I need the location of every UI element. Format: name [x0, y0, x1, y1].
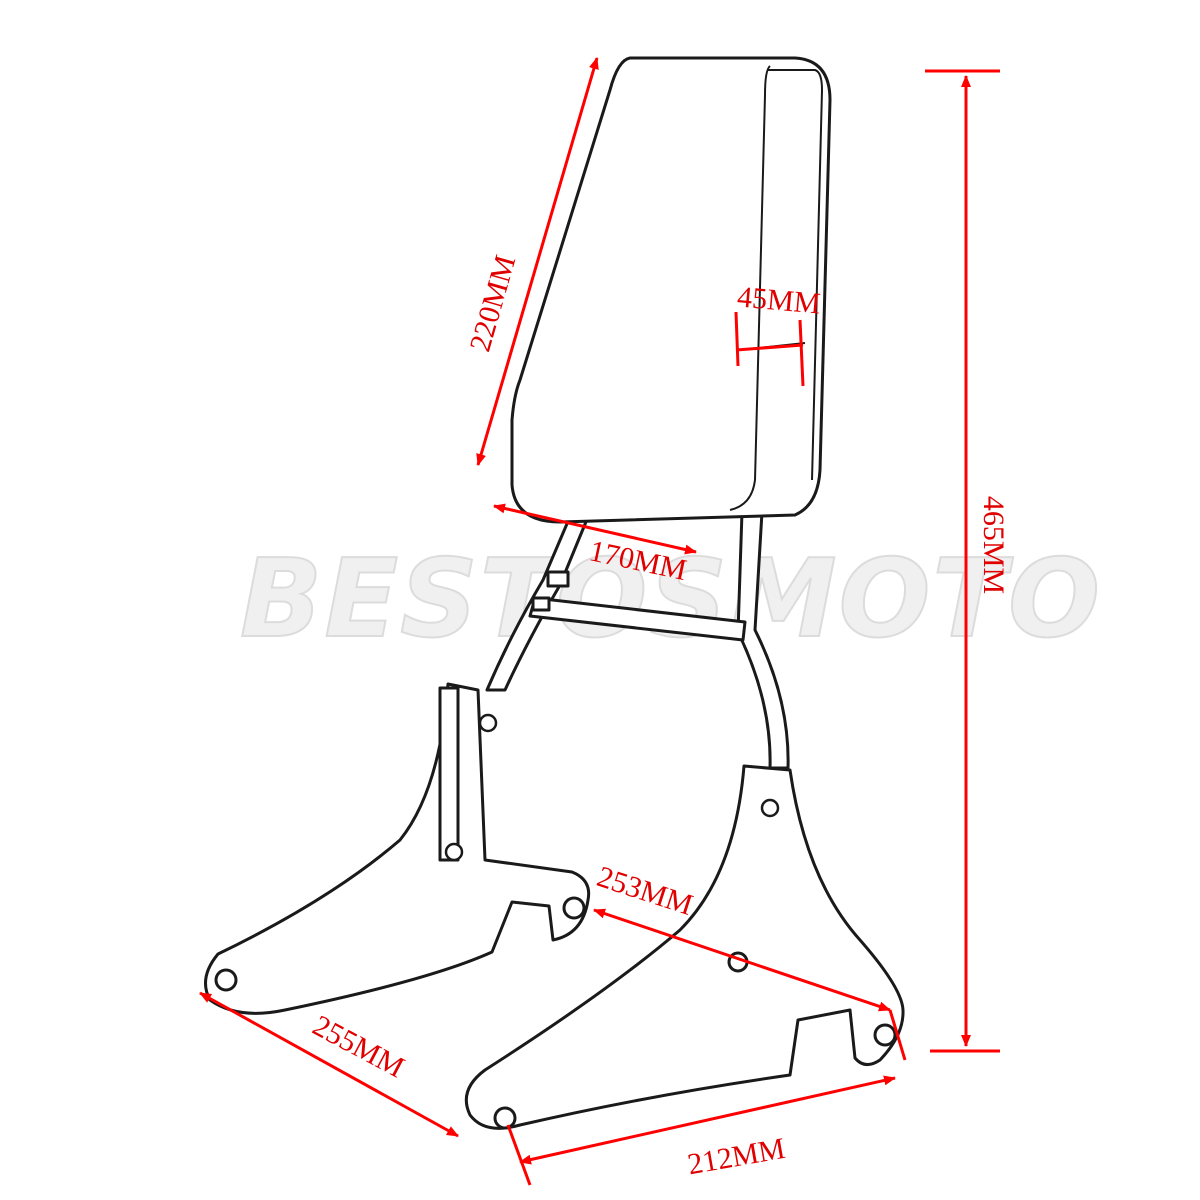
dim-line-plate-spacing-tick — [888, 1009, 907, 1061]
left-plate-rear-hole — [562, 896, 586, 920]
label-pad-thickness: 45MM — [736, 280, 822, 320]
dim-line-left-plate — [199, 991, 459, 1138]
left-plate-bolt-upper — [478, 713, 498, 733]
backrest-frame — [485, 510, 790, 770]
left-plate-outline — [204, 682, 591, 1015]
pad-inner-seam — [729, 65, 771, 511]
left-plate-rib — [438, 686, 460, 862]
right-plate-bolt — [760, 798, 780, 818]
dim-line-pad-thickness — [734, 311, 740, 367]
left-plate-front-hole — [214, 968, 238, 992]
label-plate-spacing: 253MM — [593, 860, 697, 922]
left-plate-bolt-lower — [444, 842, 464, 862]
frame-bracket-lower — [531, 596, 551, 612]
dim-line-pad-thickness-tick — [798, 319, 805, 387]
dim-line-pad-thickness-span — [735, 343, 804, 352]
right-plate-outline — [464, 764, 905, 1130]
dim-line-pad-width — [493, 503, 697, 555]
right-side-plate — [464, 764, 905, 1130]
label-left-plate: 255MM — [307, 1009, 409, 1084]
right-upright-tube — [736, 510, 790, 770]
pad-edge-seam — [768, 69, 824, 481]
right-plate-rear-hole — [873, 1023, 897, 1047]
watermark-text: BESTOSMOTO — [240, 537, 1102, 662]
dim-line-pad-height — [476, 57, 599, 466]
frame-bracket-upper — [546, 570, 570, 588]
dim-line-plate-spacing — [593, 908, 891, 1012]
dimension-lines — [199, 57, 1000, 1186]
dim-line-right-plate — [519, 1075, 896, 1165]
right-plate-front-hole — [493, 1106, 517, 1130]
left-side-plate — [204, 682, 591, 1015]
dim-line-right-plate-tick — [506, 1124, 532, 1186]
label-total-height: 465MM — [977, 496, 1010, 594]
label-right-plate: 212MM — [685, 1132, 788, 1182]
